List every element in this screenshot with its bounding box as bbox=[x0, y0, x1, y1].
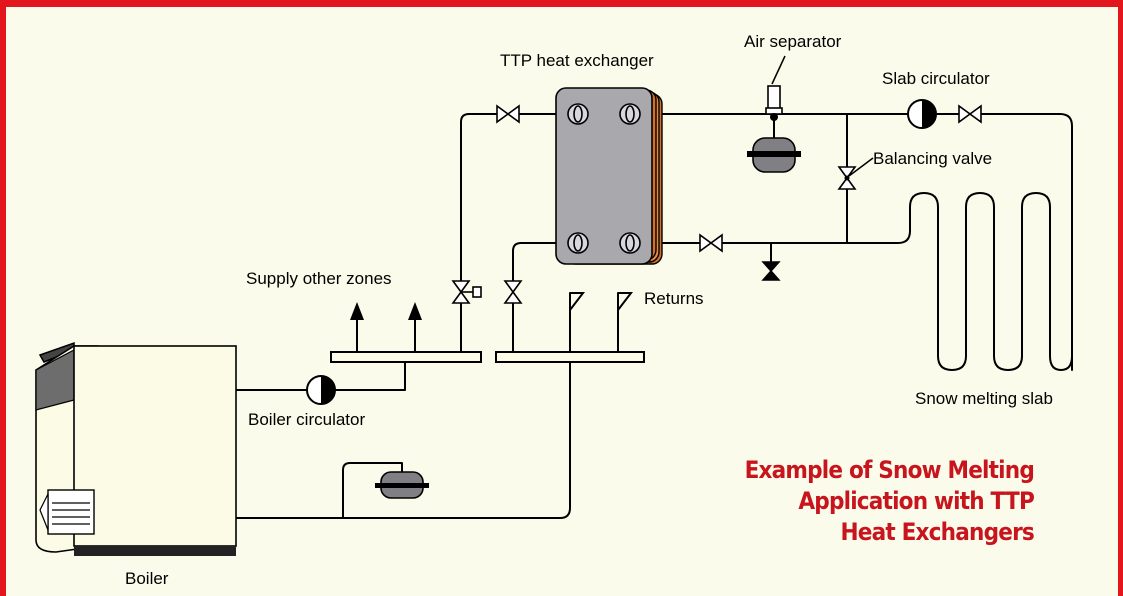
expansion-tank-boiler-icon bbox=[375, 471, 429, 499]
expansion-tank-top-icon bbox=[747, 137, 801, 173]
label-boiler: Boiler bbox=[125, 569, 169, 588]
supply-manifold bbox=[330, 351, 482, 363]
slab-return-pipe bbox=[629, 230, 911, 244]
ttp-heat-exchanger-icon bbox=[555, 87, 663, 265]
supply-arrow-2-icon bbox=[408, 302, 422, 320]
label-returns: Returns bbox=[644, 289, 704, 308]
balancing-valve-icon bbox=[837, 157, 874, 190]
label-supply-other-zones: Supply other zones bbox=[246, 269, 392, 288]
title-line-3: Heat Exchangers bbox=[840, 518, 1034, 546]
label-ttp-heat-exchanger: TTP heat exchanger bbox=[500, 51, 654, 70]
tank-branch-pipe bbox=[342, 462, 403, 519]
return-flag-1-icon bbox=[569, 292, 586, 311]
boiler-icon bbox=[35, 341, 237, 556]
return-riser-pipe bbox=[512, 242, 579, 353]
diagram-title: Example of Snow Melting Application with… bbox=[745, 456, 1035, 546]
label-balancing-valve: Balancing valve bbox=[873, 149, 992, 168]
return-flag-2-icon bbox=[617, 292, 634, 311]
label-air-separator: Air separator bbox=[744, 32, 842, 51]
snow-melt-coil-pipe bbox=[909, 192, 1073, 371]
supply-riser-pipe bbox=[460, 113, 579, 353]
drain-valve-icon bbox=[761, 261, 781, 281]
slab-circulator-icon bbox=[907, 99, 937, 129]
zone-valve-icon bbox=[451, 280, 482, 304]
title-line-2: Application with TTP bbox=[798, 487, 1034, 515]
slab-supply-pipe bbox=[629, 113, 1073, 371]
gate-valve-bottom-icon bbox=[699, 233, 723, 253]
boiler-supply-pipe bbox=[235, 361, 406, 391]
label-snow-melting-slab: Snow melting slab bbox=[915, 389, 1053, 408]
air-separator-icon bbox=[765, 55, 786, 121]
gate-valve-return-icon bbox=[503, 280, 523, 304]
supply-arrow-1-icon bbox=[350, 302, 364, 320]
label-slab-circulator: Slab circulator bbox=[882, 69, 990, 88]
boiler-circulator-icon bbox=[306, 375, 336, 405]
boiler-return-pipe bbox=[235, 361, 571, 519]
gate-valve-slab-icon bbox=[958, 104, 982, 124]
return-manifold bbox=[495, 351, 645, 363]
title-line-1: Example of Snow Melting bbox=[745, 456, 1034, 484]
label-boiler-circulator: Boiler circulator bbox=[248, 410, 365, 429]
gate-valve-top-icon bbox=[496, 104, 520, 124]
